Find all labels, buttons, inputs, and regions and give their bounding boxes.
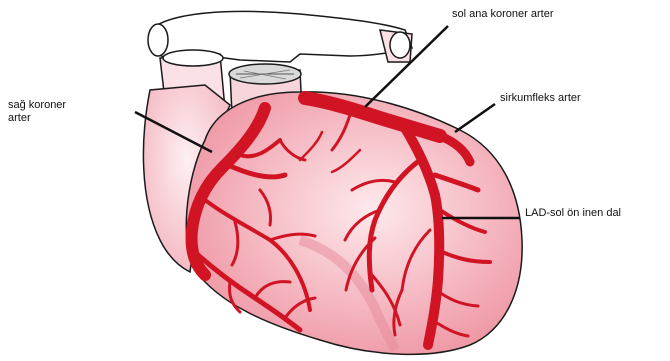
label-lad: LAD-sol ön inen dal: [525, 207, 621, 220]
pulmonary-opening: [163, 50, 223, 66]
label-circumflex: sirkumfleks arter: [500, 92, 581, 105]
label-right-coronary-line1: sağ koroner: [8, 99, 66, 112]
label-left-main-coronary: sol ana koroner arter: [452, 8, 554, 21]
pulmonary-branch-opening: [390, 32, 410, 58]
pointer-circumflex: [455, 104, 495, 132]
label-right-coronary-line2: arter: [8, 112, 31, 125]
aorta-opening-left: [148, 24, 168, 56]
